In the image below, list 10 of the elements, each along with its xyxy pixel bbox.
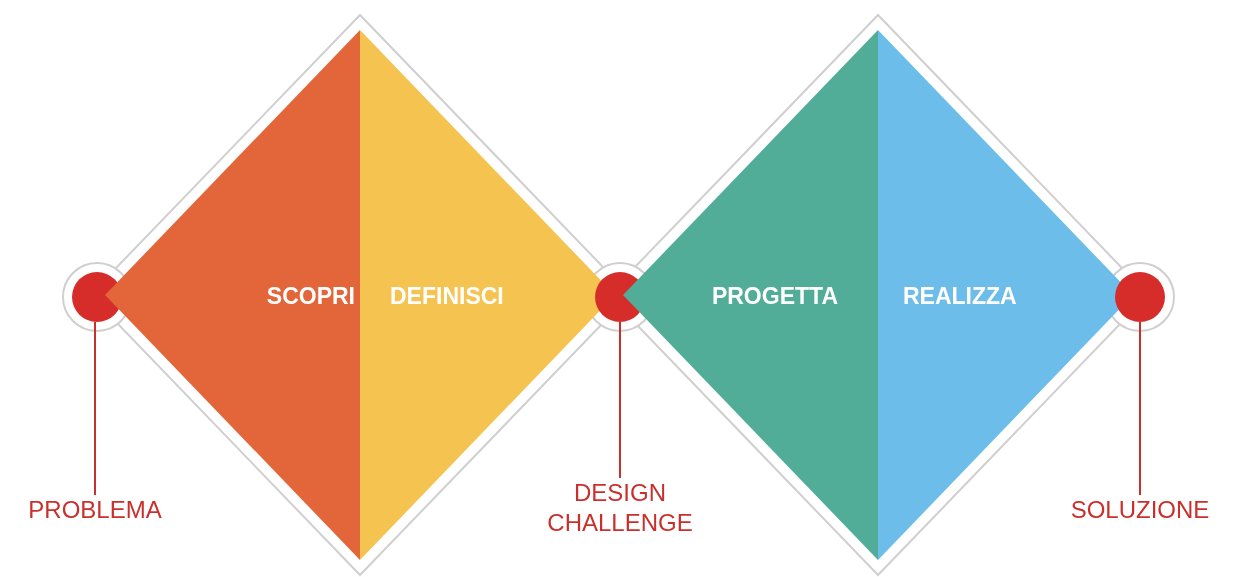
leader-line [94, 321, 96, 496]
milestone-caption: SOLUZIONE [1045, 495, 1235, 525]
phase-label: PROGETTA [711, 283, 838, 310]
leader-line [619, 321, 621, 479]
milestone-caption: DESIGN CHALLENGE [510, 478, 730, 538]
milestone-caption: PROBLEMA [0, 495, 190, 525]
phase-label: DEFINISCI [390, 283, 504, 310]
phase-label: REALIZZA [903, 283, 1017, 310]
leader-line [1139, 321, 1141, 496]
phase-label: SCOPRI [266, 283, 355, 310]
